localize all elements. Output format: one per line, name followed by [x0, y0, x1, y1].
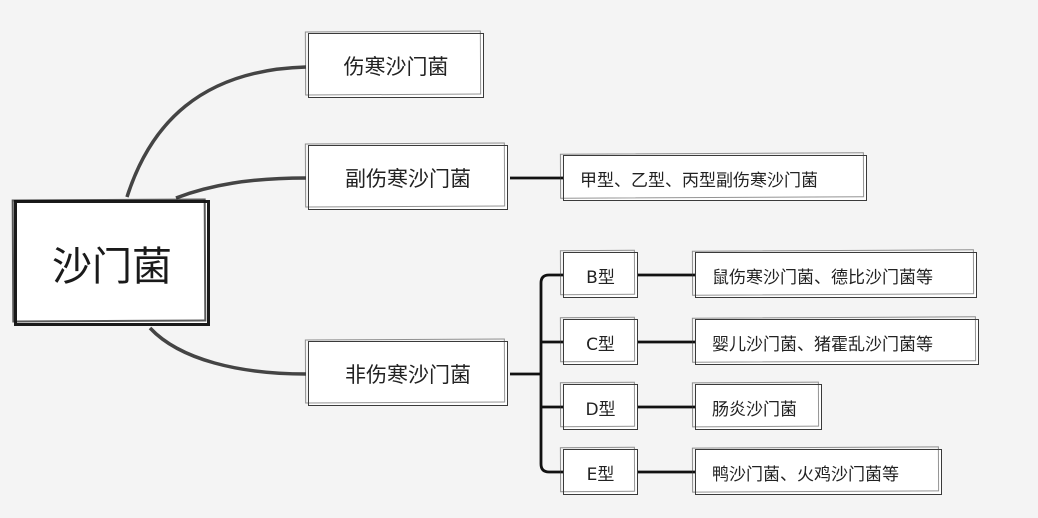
detail-label: 鸭沙门菌、火鸡沙门菌等 [712, 464, 899, 485]
type-label: C型 [586, 334, 615, 355]
branch-label: 伤寒沙门菌 [343, 54, 449, 79]
branch-nontyphoidal[interactable]: 非伤寒沙门菌 [308, 341, 508, 406]
connector-root-b1 [125, 65, 307, 198]
type-d-node[interactable]: D型 [563, 384, 638, 430]
type-b-detail[interactable]: 鼠伤寒沙门菌、德比沙门菌等 [695, 252, 977, 298]
branch-typhoid[interactable]: 伤寒沙门菌 [308, 33, 484, 98]
type-label: B型 [586, 267, 615, 288]
connector-root-b3 [148, 326, 307, 376]
type-label: D型 [585, 399, 616, 420]
detail-label: 鼠伤寒沙门菌、德比沙门菌等 [712, 267, 933, 288]
branch-label: 非伤寒沙门菌 [345, 362, 471, 387]
connector-b3-bracket [539, 273, 563, 474]
root-node[interactable]: 沙门菌 [14, 200, 210, 326]
branch-label: 副伤寒沙门菌 [345, 166, 471, 191]
type-e-detail[interactable]: 鸭沙门菌、火鸡沙门菌等 [695, 449, 942, 495]
type-c-node[interactable]: C型 [563, 319, 638, 365]
type-c-detail[interactable]: 婴儿沙门菌、猪霍乱沙门菌等 [695, 319, 979, 365]
type-b-node[interactable]: B型 [563, 252, 638, 298]
paratyphoid-detail[interactable]: 甲型、乙型、丙型副伤寒沙门菌 [563, 155, 867, 201]
type-label: E型 [586, 464, 615, 485]
detail-label: 甲型、乙型、丙型副伤寒沙门菌 [580, 170, 818, 191]
detail-label: 肠炎沙门菌 [712, 399, 797, 420]
connector-root-b2 [175, 176, 307, 200]
type-d-detail[interactable]: 肠炎沙门菌 [695, 384, 822, 430]
root-label: 沙门菌 [52, 244, 172, 290]
detail-label: 婴儿沙门菌、猪霍乱沙门菌等 [712, 334, 933, 355]
type-e-node[interactable]: E型 [563, 449, 638, 495]
branch-paratyphoid[interactable]: 副伤寒沙门菌 [308, 145, 508, 210]
